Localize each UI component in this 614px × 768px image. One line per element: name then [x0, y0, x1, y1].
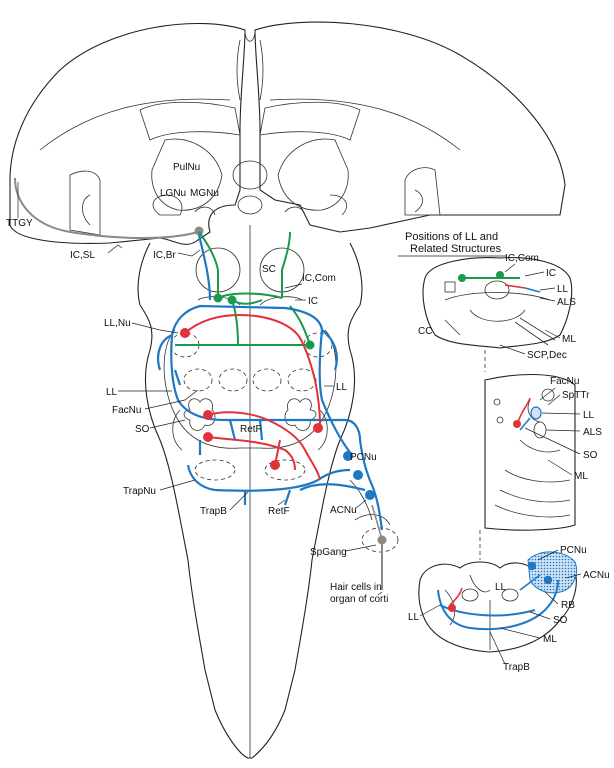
inset-mid-als: ALS: [583, 427, 602, 438]
inset-top-section: [422, 257, 573, 372]
label-ll-nu: LL,Nu: [104, 318, 131, 329]
label-ttgy: TTGY: [6, 218, 33, 229]
label-retf-center: RetF: [240, 424, 262, 435]
inset-middle-labels: FacNu SpTTr LL ALS SO ML: [524, 376, 602, 482]
label-acnu: ACNu: [330, 505, 357, 516]
label-mgnu: MGNu: [190, 188, 219, 199]
inset-mid-ml: ML: [574, 471, 588, 482]
green-nuclei: [213, 293, 315, 350]
inset-bot-pcnu: PCNu: [560, 545, 587, 556]
label-trapb: TrapB: [200, 506, 227, 517]
red-pathway: [180, 314, 323, 481]
inset-mid-so: SO: [583, 450, 598, 461]
inset-bot-acnu: ACNu: [583, 570, 610, 581]
inset-bottom-labels: PCNu ACNu LL LL RB SO ML TrapB: [408, 545, 610, 673]
label-facnu: FacNu: [112, 405, 141, 416]
label-lgnu: LGNu: [160, 188, 186, 199]
label-pcnu: PCNu: [350, 452, 377, 463]
label-ic-sl: IC,SL: [70, 250, 95, 261]
label-spgang: SpGang: [310, 547, 347, 558]
label-hair-cells-1: Hair cells in: [330, 582, 382, 593]
inset-bot-rb: RB: [561, 600, 575, 611]
inset-mid-facnu: FacNu: [550, 376, 579, 387]
inset-title-line2: Related Structures: [410, 243, 502, 255]
label-so: SO: [135, 424, 150, 435]
inset-bot-trapb: TrapB: [503, 662, 530, 673]
label-trapnu: TrapNu: [123, 486, 156, 497]
label-ic-br: IC,Br: [153, 250, 176, 261]
gray-pathway: [14, 177, 387, 590]
inset-top-labels: IC,Com IC LL ALS CC ML SCP,Dec: [418, 253, 576, 361]
label-pulnu: PulNu: [173, 162, 200, 173]
label-ll-right: LL: [336, 382, 348, 393]
brain-outline: [9, 21, 566, 759]
inset-top-ic-com: IC,Com: [505, 253, 539, 264]
label-ic-com: IC,Com: [302, 273, 336, 284]
label-retf-bottom: RetF: [268, 506, 290, 517]
inset-bottom-section: [418, 551, 577, 653]
inset-top-cc: CC: [418, 326, 432, 337]
inset-top-ll: LL: [557, 284, 569, 295]
inset-middle-section: [479, 374, 576, 560]
inset-title: Positions of LL and Related Structures: [398, 231, 506, 257]
inset-bot-ll-left: LL: [408, 612, 420, 623]
inset-bot-ll-center: LL: [495, 582, 507, 593]
inset-title-line1: Positions of LL and: [405, 231, 498, 243]
blue-pathway: [156, 234, 384, 531]
label-sc: SC: [262, 264, 276, 275]
label-ll-left: LL: [106, 387, 118, 398]
label-ic: IC: [308, 296, 318, 307]
label-hair-cells-2: organ of corti: [330, 594, 388, 605]
inset-top-als: ALS: [557, 297, 576, 308]
main-labels: PulNu LGNu MGNu TTGY IC,SL IC,Br SC IC,C…: [6, 162, 388, 605]
inset-top-scp-dec: SCP,Dec: [527, 350, 567, 361]
inset-top-ic: IC: [546, 268, 556, 279]
inset-bot-so: SO: [553, 615, 568, 626]
inset-bot-ml: ML: [543, 634, 557, 645]
inset-mid-spttr: SpTTr: [562, 390, 590, 401]
inset-mid-ll: LL: [583, 410, 595, 421]
cochlear-nucleus-stipple: [527, 551, 577, 594]
inset-top-ml: ML: [562, 334, 576, 345]
